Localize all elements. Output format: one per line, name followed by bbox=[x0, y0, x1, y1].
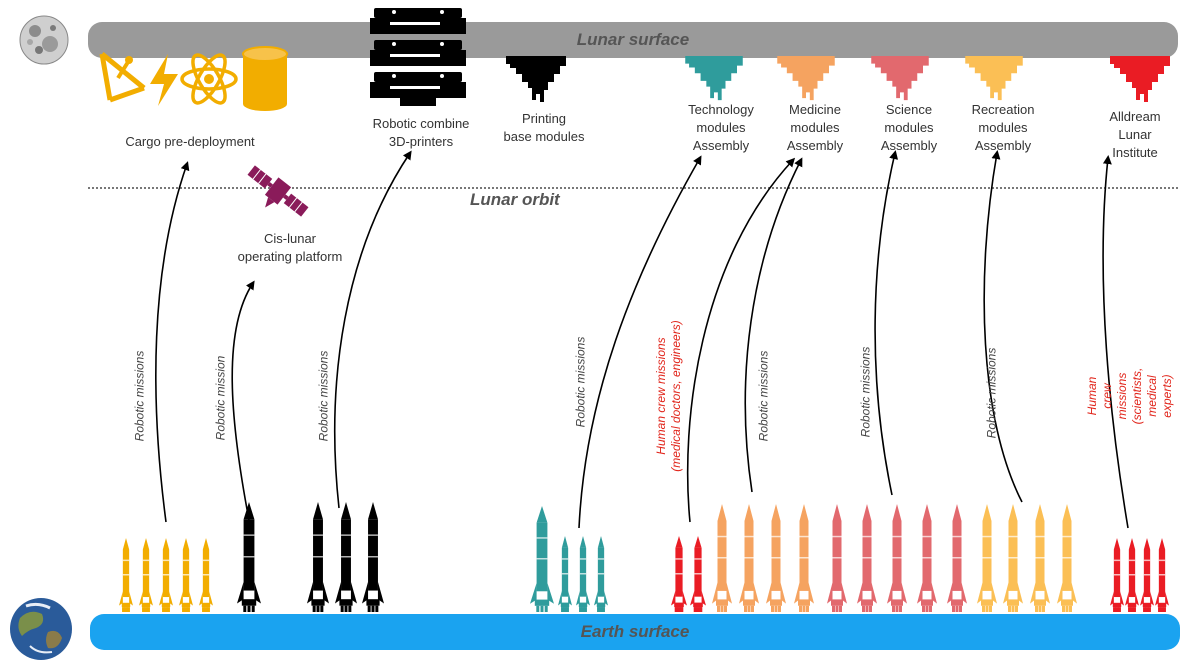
destination-cargo: Cargo pre-deployment bbox=[125, 134, 255, 149]
rocket-icon-6 bbox=[307, 502, 329, 612]
destination-institute: Alldream Lunar Institute bbox=[1109, 109, 1161, 160]
rocket-icon-22 bbox=[917, 504, 937, 612]
arrow-human1 bbox=[686, 157, 796, 523]
rocket-icon-8 bbox=[362, 502, 384, 612]
rocket-icon-0 bbox=[119, 538, 133, 612]
rocket-icon-16 bbox=[739, 504, 759, 612]
arrow-science bbox=[874, 150, 899, 496]
lunar-orbit-line bbox=[88, 187, 1178, 189]
arrow-technology bbox=[578, 155, 702, 529]
destination-technology: Technology modules Assembly bbox=[688, 102, 754, 153]
rocket-icon-4 bbox=[199, 538, 213, 612]
moon-icon bbox=[19, 15, 69, 65]
rocket-icon-3 bbox=[179, 538, 193, 612]
rocket-icon-23 bbox=[947, 504, 967, 612]
rocket-icon-28 bbox=[1110, 538, 1124, 612]
lightning-icon bbox=[150, 54, 178, 106]
destination-recreation: Recreation modules Assembly bbox=[971, 102, 1035, 153]
destination-printing: Printing base modules bbox=[503, 111, 585, 144]
rocket-icon-15 bbox=[712, 504, 732, 612]
arrow-cargo bbox=[155, 161, 190, 523]
medicine-module-icon bbox=[777, 56, 835, 101]
rocket-icon-24 bbox=[977, 504, 997, 612]
lunar-surface-label: Lunar surface bbox=[576, 30, 690, 49]
rocket-icon-21 bbox=[887, 504, 907, 612]
arrow-medicine bbox=[744, 157, 803, 493]
rocket-icon-18 bbox=[794, 504, 814, 612]
rocket-icon-7 bbox=[335, 502, 357, 612]
earth-surface-label: Earth surface bbox=[580, 622, 690, 641]
arrow-recreation bbox=[983, 150, 1023, 503]
satellite-icon bbox=[247, 165, 309, 217]
satellite-dish-icon bbox=[99, 52, 146, 103]
rocket-icon-14 bbox=[690, 536, 706, 612]
printer-icon bbox=[370, 8, 466, 106]
recreation-module-icon bbox=[965, 56, 1023, 101]
destination-medicine: Medicine modules Assembly bbox=[786, 102, 844, 153]
rocket-icon-9 bbox=[530, 506, 554, 612]
rocket-icon-17 bbox=[766, 504, 786, 612]
rocket-icon-26 bbox=[1030, 504, 1050, 612]
cylinder-icon bbox=[242, 46, 288, 111]
rocket-icon-12 bbox=[594, 536, 608, 612]
rocket-icon-10 bbox=[558, 536, 572, 612]
earth-surface-bar: Earth surface bbox=[90, 614, 1180, 650]
destination-platform: Cis-lunar operating platform bbox=[237, 231, 343, 264]
rocket-icon-29 bbox=[1125, 538, 1139, 612]
rocket-icon-31 bbox=[1155, 538, 1169, 612]
rocket-icon-30 bbox=[1140, 538, 1154, 612]
institute-module-icon bbox=[1110, 56, 1170, 102]
technology-module-icon bbox=[685, 56, 743, 101]
rocket-icon-11 bbox=[576, 536, 590, 612]
arrow-printers bbox=[333, 150, 412, 509]
rocket-icon-19 bbox=[827, 504, 847, 612]
rocket-icon-25 bbox=[1003, 504, 1023, 612]
destination-science: Science modules Assembly bbox=[880, 102, 938, 153]
arrow-human2 bbox=[1102, 155, 1129, 529]
arrow-platform bbox=[231, 280, 255, 521]
lunar-orbit-label: Lunar orbit bbox=[470, 190, 560, 209]
rocket-icon-27 bbox=[1057, 504, 1077, 612]
science-module-icon bbox=[871, 56, 929, 101]
atom-icon bbox=[180, 53, 238, 105]
printing-module-icon bbox=[506, 56, 566, 102]
rocket-icon-20 bbox=[857, 504, 877, 612]
rocket-icon-1 bbox=[139, 538, 153, 612]
destination-printers: Robotic combine 3D-printers bbox=[372, 116, 470, 149]
rocket-icon-13 bbox=[671, 536, 687, 612]
earth-icon bbox=[10, 598, 72, 660]
rocket-icon-2 bbox=[159, 538, 173, 612]
rocket-icon-5 bbox=[237, 502, 261, 612]
